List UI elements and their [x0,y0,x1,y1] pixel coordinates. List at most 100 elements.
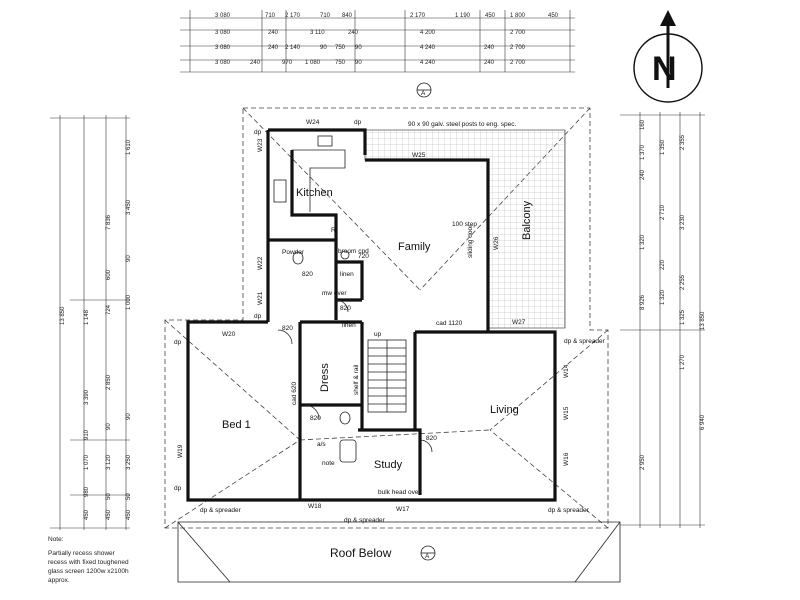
top-dim-3-3: 2 140 [285,45,301,51]
label-door-820-5: 820 [340,305,351,312]
left-c3-7: 3 450 [126,199,132,215]
room-powder: Powder [282,249,305,256]
label-dp-2: dp [354,119,362,126]
top-dim-3-7: 4 240 [420,45,436,51]
top-dim-2-3: 3 110 [310,30,325,36]
room-dress: Dress [319,363,331,392]
left-c3-4: 90 [126,413,132,420]
top-dim-3-9: 2 700 [510,45,526,51]
label-door-820-3: 820 [310,415,321,422]
left-total: 13 850 [60,306,66,325]
label-door-820-4: 820 [426,435,437,442]
left-c3-6: 90 [126,255,132,262]
top-dim-4-2: 240 [250,60,261,66]
top-dim-1-6: 2 170 [410,13,426,19]
window-w16: W16 [563,452,570,466]
room-note: note [322,460,335,467]
right-c2-3: 220 [660,259,666,270]
label-up: up [374,331,382,338]
left-c1-4: 910 [84,429,90,440]
note-block: Note: Partially recess shower recess wit… [48,536,129,584]
note-line1: Partially recess shower [48,550,116,557]
section-marker-bottom: A [420,545,436,561]
window-w26: W26 [493,236,500,250]
room-living: Living [490,404,519,416]
room-study: Study [374,459,403,471]
room-kitchen: Kitchen [296,187,333,199]
label-as: a/s [317,441,326,448]
right-c1-5: 8 926 [640,294,646,310]
label-dp-1: dp [254,129,262,136]
top-dim-3-5: 750 [335,45,346,51]
label-door-820-1: 820 [302,271,313,278]
window-w19: W19 [177,444,184,458]
left-c3-3: 3 250 [126,454,132,470]
left-c2-2: 50 [106,493,112,500]
top-dim-3-4: 90 [320,45,327,51]
left-c2-1: 450 [106,509,112,520]
label-shelf-rail: shelf & rail [353,364,360,395]
label-r: R [331,227,336,234]
right-c1-3: 240 [640,169,646,180]
left-c3-8: 1 610 [126,139,132,155]
top-dim-3-2: 240 [268,45,279,51]
label-cad-1120: cad 1120 [436,320,463,327]
label-cad-620: cad 620 [291,381,298,405]
room-mw-over: mw over [322,290,347,297]
window-w14: W14 [563,364,570,378]
top-dim-2-4: 240 [348,30,359,36]
top-dim-4-9: 2 700 [510,60,526,66]
room-balcony: Balcony [521,200,533,240]
right-c1-2: 1 370 [640,144,646,160]
right-total: 13 850 [700,311,706,330]
kitchen-benches [273,135,346,212]
top-dim-4-4: 1 080 [305,60,321,66]
stair [367,339,407,413]
top-dim-3-1: 3 080 [215,45,231,51]
annotation-labels: 90 x 90 galv. steel posts to eng. spec. … [174,119,606,524]
note-line2: recess with fixed toughened [48,559,129,566]
note-line4: approx. [48,577,70,584]
left-c2-6: 724 [106,304,112,315]
left-c1-3: 1 070 [84,454,90,470]
top-dim-1-5: 840 [342,13,353,19]
label-dp-spreader-4: dp & spreader [344,517,386,524]
window-w27: W27 [512,319,526,326]
right-c1-6: 2 950 [640,454,646,470]
note-line3: glass screen 1200w x2100h [48,568,129,575]
top-dim-4-1: 3 080 [215,60,231,66]
right-c3-3: 2 255 [680,274,686,290]
window-w24: W24 [306,119,320,126]
section-a-top: A [421,90,426,97]
right-c1-1: 160 [640,119,646,130]
section-a-bottom: A [425,553,430,560]
label-dp-spreader-3: dp & spreader [200,507,242,514]
label-sliding-door: sliding door [467,224,474,258]
left-c2-3: 3 120 [106,454,112,470]
label-steel-posts: 90 x 90 galv. steel posts to eng. spec. [408,121,516,128]
label-linen2: linen [342,322,356,329]
right-c3-5: 1 270 [680,354,686,370]
label-door-820-2: 820 [282,325,293,332]
label-dp-5: dp [174,485,182,492]
top-dimensions: 3 080 710 2 170 710 840 2 170 1 190 450 … [180,10,575,73]
right-c2-4: 1 320 [660,289,666,305]
room-broom-cpd: broom cpd [338,248,369,255]
top-dim-4-3: 970 [282,60,293,66]
right-c2-2: 2 710 [660,204,666,220]
label-dp-3: dp [254,313,262,320]
top-dim-4-7: 4 240 [420,60,436,66]
left-c1-1: 450 [84,509,90,520]
window-w20: W20 [222,331,236,338]
right-c2-1: 1 350 [660,139,666,155]
top-dim-4-6: 90 [355,60,362,66]
label-dp-spreader-2: dp & spreader [548,507,590,514]
exterior-walls [186,128,557,502]
top-dim-2-1: 3 080 [215,30,231,36]
window-labels: W24 W25 W23 W22 W21 W20 W26 W27 W14 W15 … [177,119,570,513]
window-w23: W23 [257,138,264,152]
room-family: Family [398,241,431,253]
ensuite-fixtures [292,250,357,463]
window-w15: W15 [563,406,570,420]
